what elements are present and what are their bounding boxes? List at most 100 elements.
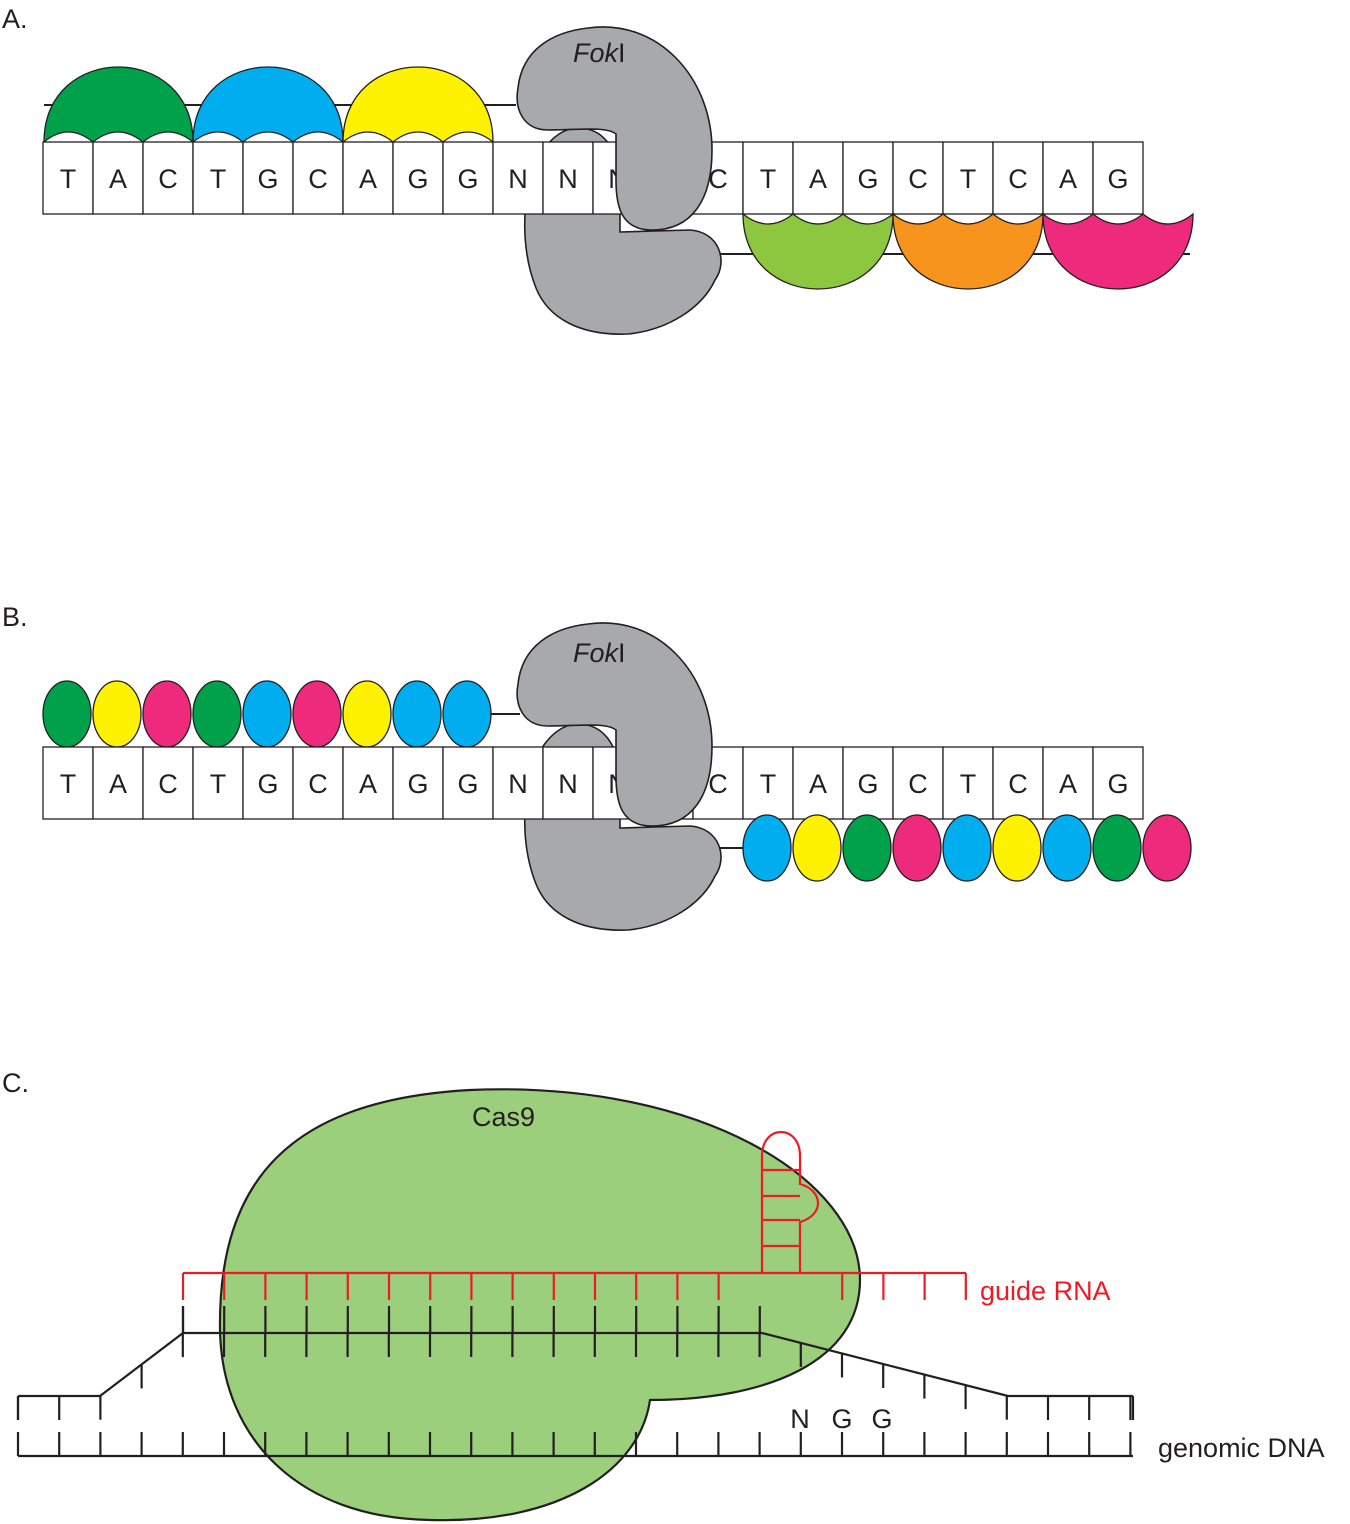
- seq-b-base: T: [60, 769, 77, 799]
- seq-a-cell: [842, 141, 894, 215]
- seq-a-base: A: [809, 164, 827, 194]
- seq-b-cell: [892, 746, 944, 820]
- seq-b-cell: [92, 746, 144, 820]
- pam-sequence: N G G: [790, 1404, 892, 1434]
- tale-top-repeat: [442, 680, 492, 748]
- tale-top-repeat: [342, 680, 392, 748]
- pam-g1: G: [831, 1404, 852, 1434]
- seq-b-base: T: [760, 769, 777, 799]
- tale-repeats-top: [42, 680, 492, 748]
- tale-bottom-repeat: [1092, 814, 1142, 882]
- tale-top-repeat: [142, 680, 192, 748]
- seq-a-base: G: [457, 164, 478, 194]
- seq-a-base: C: [308, 164, 328, 194]
- seq-b-cell: [142, 746, 194, 820]
- seq-a-base: T: [960, 164, 977, 194]
- seq-a-base: G: [1107, 164, 1128, 194]
- seq-a-base: A: [359, 164, 377, 194]
- seq-b-base: N: [508, 769, 528, 799]
- tale-top-repeat: [292, 680, 342, 748]
- foki-domain-upper-b: [516, 622, 713, 827]
- seq-b-cell: [442, 746, 494, 820]
- seq-a-cell: [792, 141, 844, 215]
- seq-a-cell: [1042, 141, 1094, 215]
- seq-b-cell: [392, 746, 444, 820]
- seq-a-cell: [442, 141, 494, 215]
- seq-b-cell: [192, 746, 244, 820]
- seq-b-cell: [342, 746, 394, 820]
- genomic-dna-label: genomic DNA: [1158, 1433, 1325, 1463]
- seq-a-base: C: [1008, 164, 1028, 194]
- seq-a-base: A: [1059, 164, 1077, 194]
- tale-bottom-repeat: [792, 814, 842, 882]
- tale-bottom-repeat: [992, 814, 1042, 882]
- guide-rna-label: guide RNA: [980, 1276, 1111, 1306]
- seq-a-base: C: [908, 164, 928, 194]
- dna-sequence-b: TACTGCAGGNNNNCTAGCTCAG: [42, 746, 1144, 820]
- seq-b-base: C: [908, 769, 928, 799]
- seq-b-cell: [792, 746, 844, 820]
- seq-b-cell: [492, 746, 544, 820]
- seq-b-base: C: [158, 769, 178, 799]
- panel-c: C. Cas9 N G G guide RNA genomic DNA: [2, 1068, 1325, 1522]
- seq-b-base: A: [1059, 769, 1077, 799]
- guide-rna-ticks: [181, 1273, 967, 1300]
- seq-b-base: T: [960, 769, 977, 799]
- seq-a-cell: [542, 141, 594, 215]
- tale-module-bottom-3: [1042, 212, 1194, 290]
- tale-top-repeat: [192, 680, 242, 748]
- seq-b-cell: [542, 746, 594, 820]
- pam-g2: G: [871, 1404, 892, 1434]
- dna-base-ticks: [16, 1306, 1135, 1456]
- tale-top-repeat: [92, 680, 142, 748]
- seq-a-base: N: [558, 164, 578, 194]
- dna-sequence-a: TACTGCAGGNNNNCTAGCTCAG: [42, 141, 1144, 215]
- tale-bottom-repeat: [942, 814, 992, 882]
- seq-b-base: C: [1008, 769, 1028, 799]
- seq-b-base: A: [359, 769, 377, 799]
- panel-a-label: A.: [2, 4, 28, 34]
- seq-b-base: C: [308, 769, 328, 799]
- foki-domain-upper: [516, 26, 713, 231]
- tale-modules-bottom: [742, 212, 1194, 290]
- seq-b-cell: [992, 746, 1044, 820]
- seq-a-cell: [292, 141, 344, 215]
- seq-a-cell: [942, 141, 994, 215]
- seq-b-base: C: [708, 769, 728, 799]
- seq-b-base: G: [457, 769, 478, 799]
- seq-a-base: T: [760, 164, 777, 194]
- seq-a-base: G: [857, 164, 878, 194]
- panel-c-label: C.: [2, 1068, 29, 1098]
- tale-repeats-bottom: [742, 814, 1192, 882]
- tale-top-repeat: [242, 680, 292, 748]
- seq-a-base: C: [158, 164, 178, 194]
- seq-b-base: N: [558, 769, 578, 799]
- seq-a-cell: [492, 141, 544, 215]
- seq-b-cell: [1092, 746, 1144, 820]
- seq-a-base: A: [109, 164, 127, 194]
- seq-a-cell: [1092, 141, 1144, 215]
- panel-b: B. TACTGCAGGNNNNCTAGCTCAG FokI: [2, 602, 1192, 931]
- cas9-label: Cas9: [472, 1102, 535, 1132]
- seq-b-cell: [742, 746, 794, 820]
- seq-b-base: A: [809, 769, 827, 799]
- tale-bottom-repeat: [842, 814, 892, 882]
- seq-b-base: G: [257, 769, 278, 799]
- seq-a-cell: [892, 141, 944, 215]
- tale-bottom-repeat: [1142, 814, 1192, 882]
- seq-a-cell: [142, 141, 194, 215]
- seq-b-base: G: [1107, 769, 1128, 799]
- seq-a-base: G: [257, 164, 278, 194]
- cas9-protein: [218, 1088, 862, 1522]
- tale-module-bottom-1: [742, 212, 894, 290]
- tale-module-top-2: [192, 66, 344, 144]
- panel-a: A. TACTGCAGGNNNNCTAGCTCAG FokI: [2, 4, 1194, 335]
- seq-a-base: T: [60, 164, 77, 194]
- panel-b-label: B.: [2, 602, 28, 632]
- seq-a-base: T: [210, 164, 227, 194]
- seq-b-base: G: [407, 769, 428, 799]
- foki-label-b: FokI: [573, 638, 626, 668]
- tale-top-repeat: [392, 680, 442, 748]
- seq-a-base: N: [508, 164, 528, 194]
- seq-a-cell: [192, 141, 244, 215]
